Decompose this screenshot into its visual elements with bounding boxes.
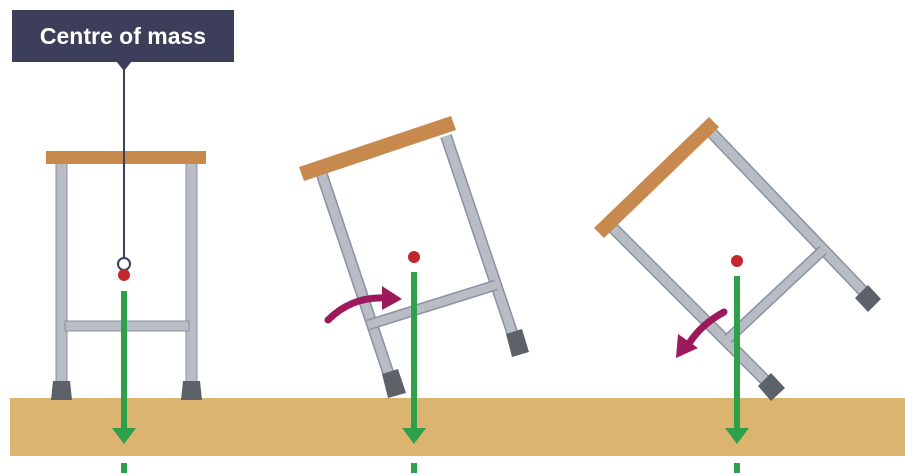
rotation-arrowhead — [382, 286, 402, 310]
centre-of-mass-dot — [408, 251, 420, 263]
centre-of-mass-label: Centre of mass — [12, 10, 234, 62]
weight-arrowhead — [725, 428, 749, 444]
stool-foot — [382, 369, 406, 398]
callout-pointer — [116, 61, 132, 71]
stool-crossbar — [366, 281, 498, 329]
rotation-arrow — [324, 294, 390, 324]
centre-of-mass-dot — [731, 255, 743, 267]
rotation-arrow — [686, 308, 728, 346]
stool-crossbar — [725, 247, 826, 342]
stool-seat — [46, 151, 206, 164]
weight-arrowhead — [112, 428, 136, 444]
stool-leg — [441, 134, 519, 340]
stool-leg — [606, 221, 770, 385]
weight-arrowhead — [402, 428, 426, 444]
centre-of-mass-dot — [118, 269, 130, 281]
stool-tilted-topples — [594, 117, 881, 473]
stool-foot — [506, 329, 529, 357]
weight-tick — [121, 463, 127, 473]
centre-of-mass-label-text: Centre of mass — [39, 22, 207, 49]
weight-tick — [411, 463, 417, 473]
stool-foot — [758, 373, 785, 401]
stool-foot — [855, 285, 881, 312]
stool-seat — [594, 117, 719, 238]
stool-leg — [317, 173, 395, 380]
stool-leg — [185, 162, 198, 386]
rotation-arrowhead — [676, 334, 698, 358]
stool-seat — [299, 116, 456, 181]
stool-tilted-returns — [299, 116, 529, 444]
ground — [10, 398, 905, 456]
stool-leg — [55, 162, 68, 386]
stool-upright — [46, 66, 206, 473]
stool-foot — [51, 381, 72, 400]
weight-tick — [734, 463, 740, 473]
stool-leg — [705, 126, 868, 296]
stool-foot — [181, 381, 202, 400]
callout-ring — [117, 257, 131, 271]
